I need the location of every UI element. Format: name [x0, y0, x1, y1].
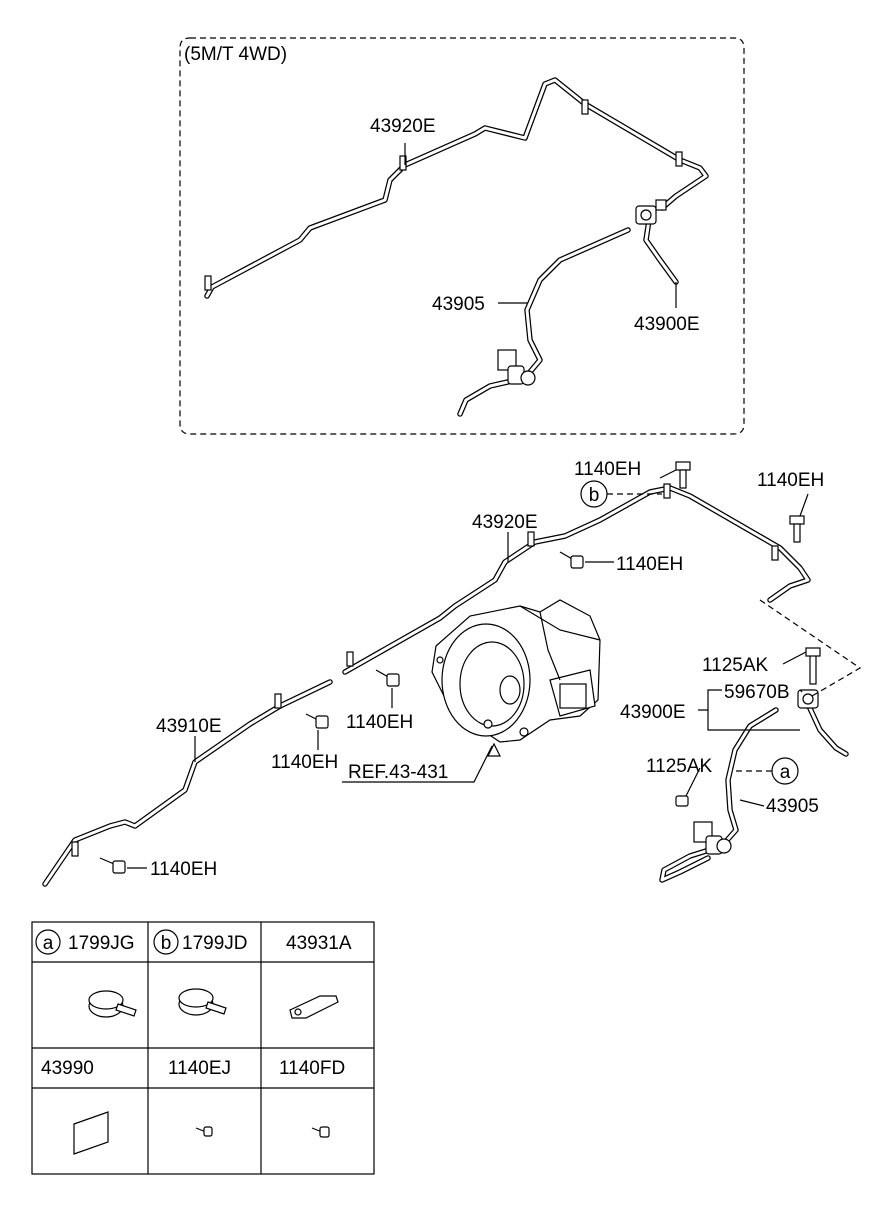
svg-text:a: a: [43, 933, 54, 954]
clutch-hose-upper: [797, 647, 849, 757]
label-43900e: 43900E: [620, 702, 686, 723]
parts-legend-table: a 1799JG b 1799JD 43931A 43990 1140EJ 11…: [31, 921, 375, 1175]
transmission-housing: [431, 599, 601, 743]
callout-a: a: [733, 757, 799, 785]
label-1140eh-top: 1140EH: [574, 459, 641, 480]
svg-text:1799JD: 1799JD: [182, 933, 248, 954]
label-43910e: 43910E: [156, 716, 222, 737]
legend-1140fd: 1140FD: [279, 1058, 345, 1079]
label-1125ak-upper: 1125AK: [702, 655, 769, 676]
label-1140eh-left-mid: 1140EH: [271, 752, 338, 773]
inset-brake-pipe: [204, 77, 709, 299]
legend-43990: 43990: [41, 1058, 94, 1079]
svg-text:b: b: [161, 933, 172, 954]
inset-label-43920e: 43920E: [370, 116, 436, 137]
pad-43990-icon: [73, 1111, 109, 1155]
label-1140eh-mid: 1140EH: [616, 554, 683, 575]
bolt-1140ej-icon: [195, 1126, 213, 1137]
clutch-hose-lower: [659, 707, 779, 883]
inset-panel: (5M/T 4WD) 439: [179, 37, 745, 435]
label-43905: 43905: [766, 796, 819, 817]
svg-text:1799JG: 1799JG: [68, 933, 135, 954]
label-43920e: 43920E: [472, 512, 538, 533]
inset-label-43905: 43905: [432, 294, 485, 315]
bolt-1140eh-center: [375, 669, 400, 687]
brake-pipe-43920e: [342, 483, 811, 675]
bolt-1140fd-icon: [311, 1126, 330, 1138]
svg-text:b: b: [589, 485, 600, 506]
inset-title: (5M/T 4WD): [184, 44, 287, 65]
label-59670b: 59670B: [724, 682, 790, 703]
bracket-43931a-icon: [289, 995, 339, 1019]
clamp-1799jg-icon: [88, 990, 137, 1018]
label-1125ak-lower: 1125AK: [646, 756, 713, 777]
label-1140eh-right: 1140EH: [757, 470, 824, 491]
callout-b: b: [580, 480, 662, 508]
bolt-1140eh-top: [675, 461, 691, 489]
brake-pipe-43910e: [42, 679, 333, 887]
bolt-1140eh-left-low: [99, 857, 126, 874]
bolt-1140eh-mid: [559, 551, 584, 569]
legend-header-b: b 1799JD: [153, 929, 248, 955]
legend-1140ej: 1140EJ: [168, 1058, 231, 1079]
inset-clutch-hose-upper: [635, 199, 679, 285]
inset-border: [179, 37, 745, 435]
legend-header-a: a 1799JG: [35, 929, 135, 955]
label-ref-43-431: REF.43-431: [348, 762, 448, 783]
svg-text:a: a: [780, 762, 791, 783]
label-1140eh-left-low: 1140EH: [150, 859, 217, 880]
legend-header-43931a: 43931A: [286, 933, 352, 954]
inset-label-43900e: 43900E: [634, 314, 700, 335]
label-1140eh-center: 1140EH: [346, 712, 413, 733]
inset-clutch-hose-lower: [457, 227, 631, 417]
clamp-1799jd-icon: [178, 988, 227, 1016]
main-assembly: b a 1140EH 1140EH 43920E 1140EH 1140EH: [42, 459, 862, 887]
bolt-1140eh-right: [789, 515, 805, 543]
bolt-1140eh-left-mid: [305, 713, 329, 729]
